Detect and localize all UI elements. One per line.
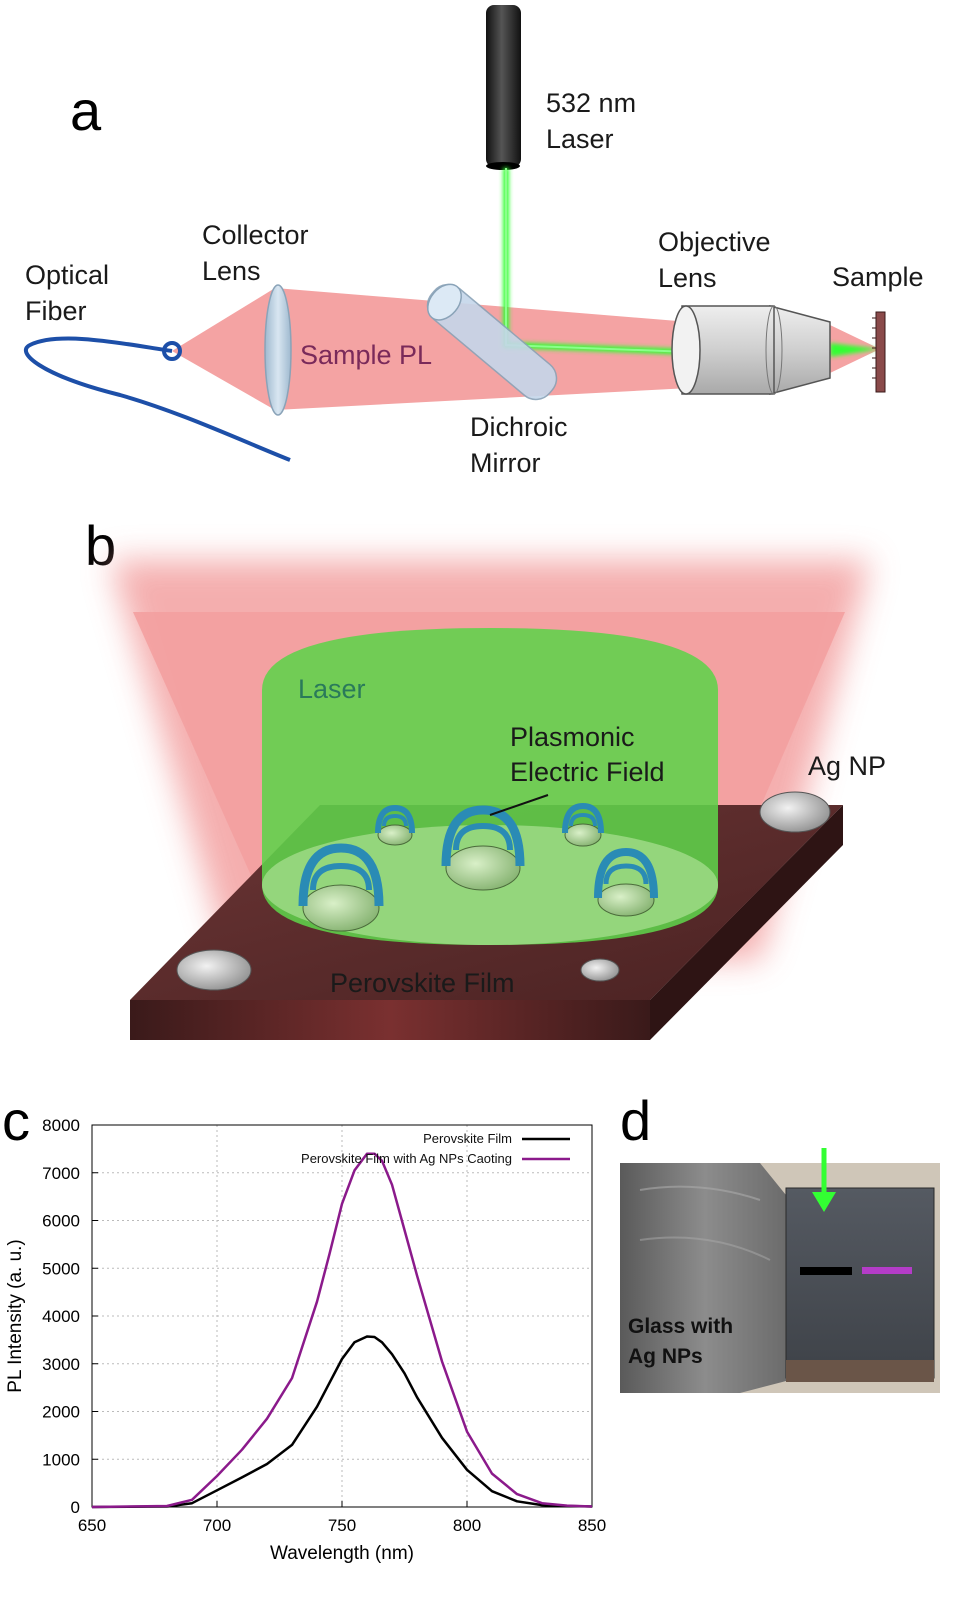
legend-label: Perovskite Film with Ag NPs Caoting	[301, 1151, 512, 1166]
ag-np-label: Ag NP	[808, 751, 886, 781]
x-tick-label: 700	[203, 1516, 231, 1535]
laser-label-2: Laser	[546, 124, 614, 154]
y-tick-label: 3000	[42, 1355, 80, 1374]
y-tick-label: 2000	[42, 1403, 80, 1422]
collector-lens-label: Collector	[202, 220, 309, 250]
sample	[872, 311, 886, 393]
y-tick-label: 8000	[42, 1116, 80, 1135]
scan-line-purple	[862, 1267, 912, 1274]
plasmonic-np	[298, 843, 384, 932]
sample-pl-label: Sample PL	[300, 340, 432, 370]
ag-np	[580, 958, 620, 982]
collector-lens	[264, 284, 292, 416]
dichroic-mirror-label-2: Mirror	[470, 448, 540, 478]
optical-fiber-label-2: Fiber	[25, 296, 87, 326]
y-tick-label: 5000	[42, 1259, 80, 1278]
panel-d-letter: d	[620, 1089, 651, 1152]
collector-lens-label-2: Lens	[202, 256, 261, 286]
objective-lens-label-2: Lens	[658, 263, 717, 293]
optical-fiber	[23, 336, 291, 462]
dichroic-mirror-label: Dichroic	[470, 412, 568, 442]
laser-aperture	[486, 162, 520, 170]
y-axis-title: PL Intensity (a. u.)	[5, 1239, 26, 1392]
plasmonic-label: Plasmonic	[510, 722, 635, 752]
plasmonic-np	[594, 847, 658, 917]
y-tick-label: 7000	[42, 1164, 80, 1183]
y-tick-label: 1000	[42, 1450, 80, 1469]
scan-line-black	[800, 1267, 852, 1275]
objective-lens-label: Objective	[658, 227, 771, 257]
panel-b-letter: b	[85, 514, 116, 577]
panel-d: d Glass with Ag NPs	[620, 1089, 940, 1393]
laser-arrow-head	[812, 1192, 836, 1212]
fiber-end	[162, 341, 182, 361]
series-line	[91, 1152, 593, 1509]
plasmonic-np	[441, 805, 525, 891]
ag-np	[759, 791, 831, 833]
panel-c-letter: c	[2, 1089, 30, 1152]
y-tick-label: 0	[71, 1498, 80, 1517]
objective-lens	[671, 305, 831, 395]
optical-fiber-label: Optical	[25, 260, 109, 290]
x-axis-title: Wavelength (nm)	[270, 1543, 414, 1564]
legend-label: Perovskite Film	[423, 1131, 512, 1146]
x-tick-label: 850	[578, 1516, 606, 1535]
panel-a-letter: a	[70, 79, 102, 142]
y-tick-label: 6000	[42, 1212, 80, 1231]
photo-label: Glass with	[628, 1315, 733, 1338]
plasmonic-label-2: Electric Field	[510, 757, 665, 787]
film-label: Perovskite Film	[330, 968, 515, 998]
panel-c: c 650 700 750 800 850 0 1000 2000 3000 4000 5000 60…	[2, 1089, 606, 1564]
sample-label: Sample	[832, 262, 924, 292]
laser-body	[486, 5, 521, 167]
dichroic-mirror	[426, 283, 558, 401]
panel-b: b	[85, 514, 886, 1040]
photo-label-2: Ag NPs	[628, 1345, 703, 1368]
pl-spectrum-chart: 650 700 750 800 850 0 1000 2000 3000 4000 5000 6000…	[5, 1116, 606, 1564]
x-tick-label: 800	[453, 1516, 481, 1535]
series-line	[91, 1335, 593, 1509]
pl-beam	[172, 288, 275, 410]
ag-np	[176, 949, 252, 991]
plasmonic-np	[562, 802, 604, 847]
laser-label: Laser	[298, 674, 366, 704]
y-tick-label: 4000	[42, 1307, 80, 1326]
panel-a: a	[23, 5, 924, 478]
plasmonic-np	[375, 804, 415, 846]
sample-photo	[620, 1148, 940, 1393]
x-tick-label: 650	[78, 1516, 106, 1535]
laser-label: 532 nm	[546, 88, 636, 118]
x-tick-label: 750	[328, 1516, 356, 1535]
plasmonic-pointer	[489, 794, 549, 816]
